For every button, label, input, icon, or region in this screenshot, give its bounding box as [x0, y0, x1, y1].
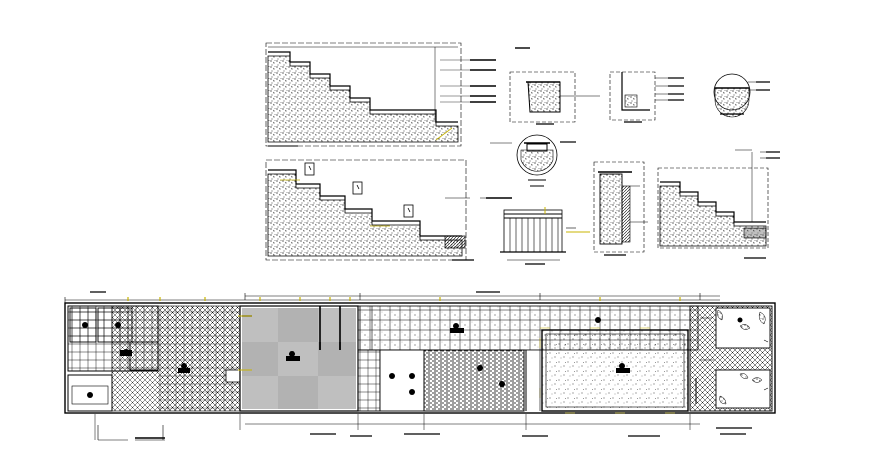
stair-section-1	[265, 42, 496, 147]
hatched-deck	[423, 349, 525, 412]
stair-section-2	[265, 159, 512, 261]
lattice-floor	[111, 305, 241, 412]
stair-section-3	[657, 149, 780, 259]
circle-detail	[713, 73, 770, 118]
parquet-floor	[238, 305, 359, 412]
pool	[525, 327, 691, 414]
garden	[689, 305, 773, 412]
floor-plan	[64, 291, 776, 441]
wall-section	[593, 161, 648, 256]
nosing-detail	[609, 71, 684, 123]
plinth-detail	[509, 47, 600, 125]
railing-elevation	[500, 207, 590, 265]
round-callout	[490, 134, 576, 187]
